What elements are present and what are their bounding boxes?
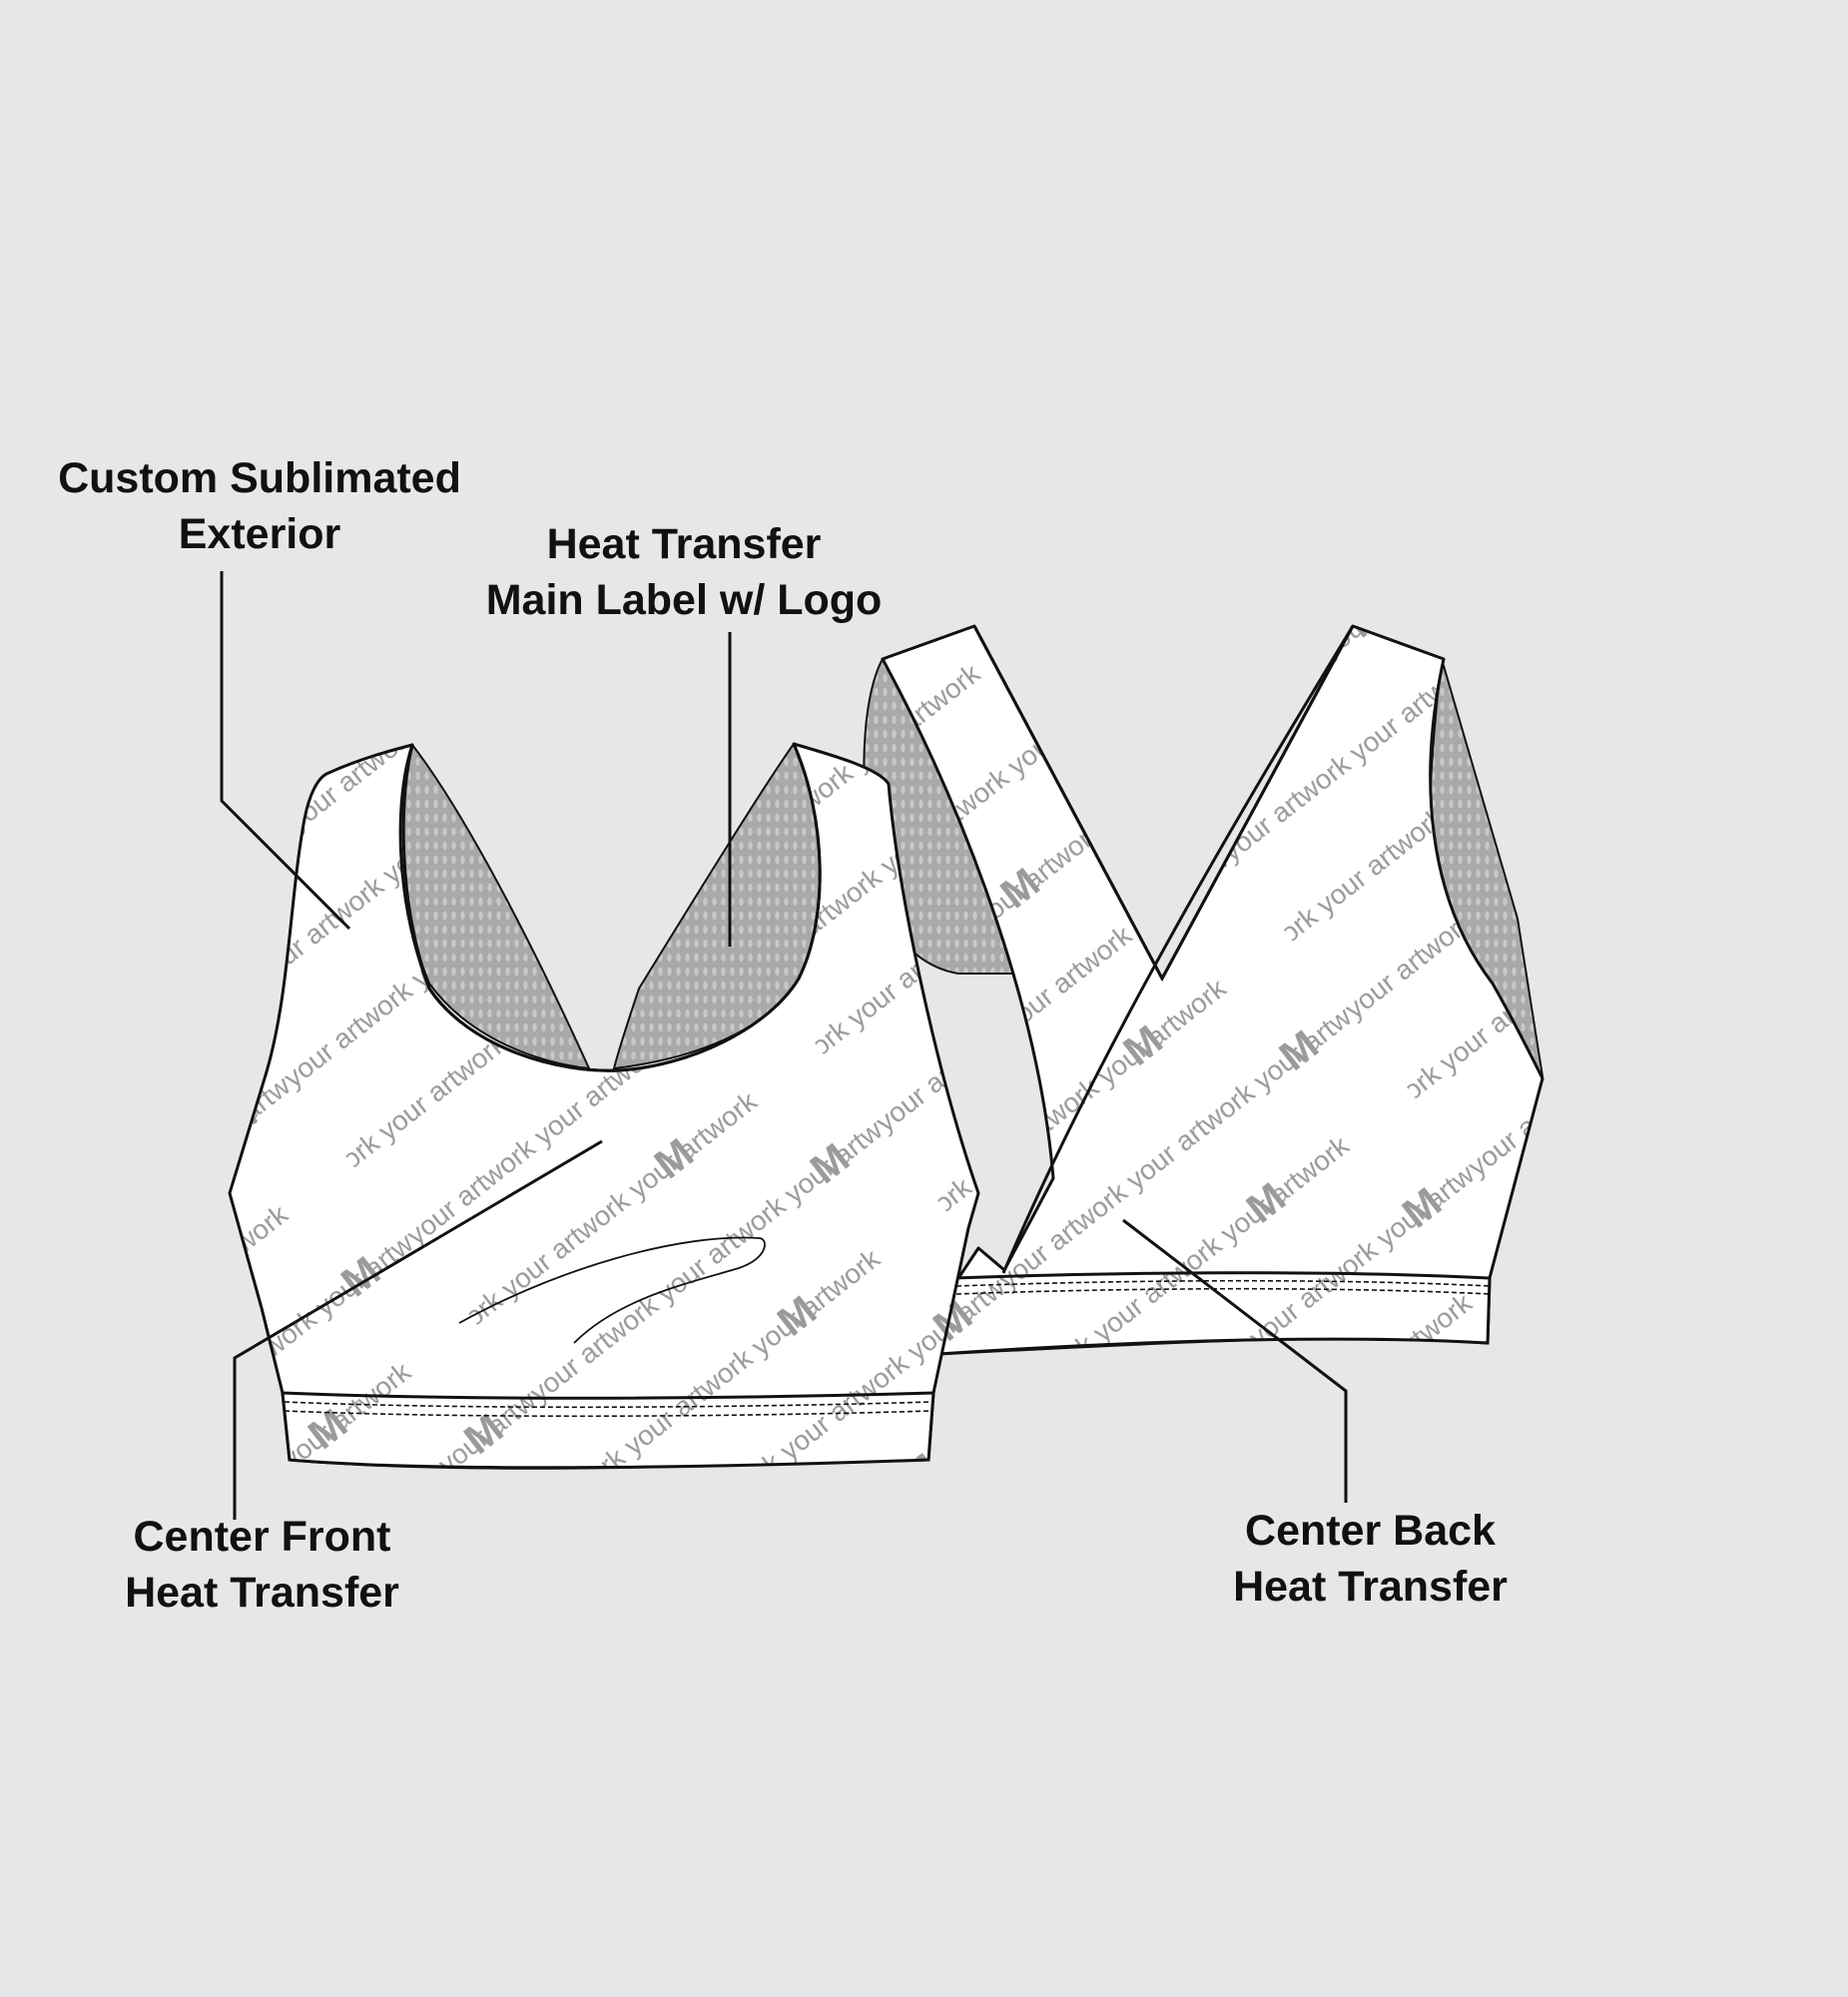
back-v-neck <box>972 625 1355 983</box>
leader-center-back <box>1122 1218 1348 1503</box>
front-body <box>228 742 980 1470</box>
back-band-stitch-2 <box>955 1287 1491 1295</box>
back-v-overlap <box>1001 625 1355 1274</box>
back-view <box>863 624 1544 1356</box>
callout-center-back-line2: Heat Transfer <box>1233 1563 1508 1611</box>
front-band-stitch-1 <box>284 1401 932 1409</box>
callout-center-back-line1: Center Back <box>1245 1507 1496 1555</box>
front-view <box>228 742 980 1470</box>
callout-custom-sublimated-exterior: Custom Sublimated Exterior <box>30 450 489 562</box>
callout-center-front: Center Front Heat Transfer <box>85 1509 439 1621</box>
callout-center-front-line1: Center Front <box>133 1513 391 1561</box>
front-band <box>281 1391 935 1470</box>
callout-main-label: Heat Transfer Main Label w/ Logo <box>454 516 914 628</box>
front-fold-2 <box>573 1237 766 1344</box>
callout-exterior-line1: Custom Sublimated <box>58 454 461 502</box>
callout-center-back: Center Back Heat Transfer <box>1193 1503 1547 1615</box>
callout-center-front-line2: Heat Transfer <box>125 1569 399 1617</box>
callout-main-label-line2: Main Label w/ Logo <box>485 576 883 624</box>
leader-exterior <box>220 571 351 931</box>
callout-exterior-line2: Exterior <box>178 510 341 558</box>
callout-main-label-line1: Heat Transfer <box>546 520 822 568</box>
back-band <box>936 1271 1492 1356</box>
front-neckline <box>398 743 822 1072</box>
front-band-stitch-2 <box>284 1410 932 1418</box>
leader-center-front <box>233 1139 603 1520</box>
back-band-stitch-1 <box>955 1279 1491 1287</box>
front-fold-1 <box>458 1236 760 1324</box>
